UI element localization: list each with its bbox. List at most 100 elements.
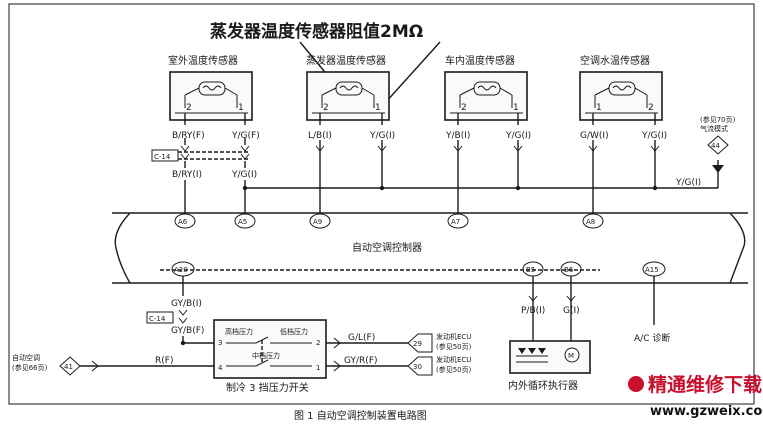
diagram-frame [8, 3, 755, 405]
sensor-title: 空调水温传感器 [580, 54, 650, 67]
pin-b5: B5 [526, 266, 535, 274]
wire-label: B/RY(F) [172, 131, 205, 141]
ref-node-label: 29 [413, 340, 422, 348]
wire-label: G(I) [563, 306, 580, 316]
pin-b6: B6 [564, 266, 574, 274]
mid-pressure-label: 中档压力 [252, 351, 280, 360]
sensor-title: 车内温度传感器 [445, 54, 515, 67]
pin-label: 2 [316, 339, 320, 347]
pin-label: 1 [513, 103, 519, 113]
ref-line2: 气流模式 [700, 124, 728, 133]
high-pressure-label: 高档压力 [225, 327, 253, 336]
pressure-switch: 高档压力 低档压力 中档压力 3 2 4 1 制冷 3 挡压力开关 [213, 319, 327, 394]
ecu-line2: (参见50页) [436, 365, 472, 374]
ecu-line1: 发动机ECU [436, 332, 471, 341]
junction-dot [242, 185, 248, 191]
ac-diag-label: A/C 诊断 [634, 332, 670, 344]
sensor-title: 室外温度传感器 [168, 54, 238, 67]
pin-label: 1 [316, 364, 320, 372]
sensor-box [444, 71, 528, 121]
wire-label: Y/G(I) [231, 170, 257, 180]
ecu-line2: (参见50页) [436, 342, 472, 351]
pin-a15: A15 [645, 266, 659, 274]
pin-a5: A5 [238, 218, 247, 226]
watermark-cn: 精通维修下载 [648, 373, 762, 396]
coil-icon [477, 85, 497, 91]
bus-arrow [712, 165, 724, 173]
pin-label: 2 [648, 103, 654, 113]
ref-node-label: 30 [413, 363, 422, 371]
r-wire-label: R(F) [155, 356, 173, 366]
annotation-pointer-2 [384, 41, 441, 104]
out-wire-label: GY/R(F) [344, 356, 378, 366]
motor-label: M [568, 352, 574, 360]
ecu-ref-30: 30 发动机ECU (参见50页) [407, 355, 472, 376]
wire-label: Y/G(I) [369, 131, 395, 141]
actuator-title: 内外循环执行器 [508, 379, 578, 392]
junction-dot [652, 185, 658, 191]
ref-line1: (参见70页) [700, 115, 736, 124]
coil-icon [202, 85, 222, 91]
sensor-evaporator-temp: 蒸发器温度传感器 2 1 L/B(I) Y/G(I) [306, 54, 395, 141]
connector-c14-tag [151, 149, 179, 162]
ref-node-44 [707, 135, 729, 155]
yg-bus-label: Y/G(I) [675, 178, 701, 188]
wire-label: Y/G(I) [505, 131, 531, 141]
low-pressure-label: 低档压力 [280, 327, 308, 336]
connector-c14-tag [146, 311, 174, 324]
coil-icon [612, 85, 632, 91]
wire-label: Y/G(I) [641, 131, 667, 141]
wire-label: GY/B(I) [171, 299, 202, 309]
diode-icon [518, 348, 546, 354]
wire-label: Y/G(F) [231, 131, 260, 141]
ref-node-label: 41 [64, 363, 73, 371]
sensor-box [306, 71, 390, 121]
junction-dot [515, 185, 521, 191]
sensor-box [169, 71, 253, 121]
figure-caption: 图 1 自动空调控制装置电路图 [294, 409, 427, 422]
wire-arrows [315, 145, 660, 152]
ecu-line1: 发动机ECU [436, 355, 471, 364]
pin-label: 1 [375, 103, 381, 113]
pressure-switch-box [213, 319, 327, 379]
pin-a7: A7 [451, 218, 460, 226]
junction-dot [379, 185, 385, 191]
wire-label: Y/B(I) [445, 131, 470, 141]
pin-label: 3 [218, 339, 222, 347]
connector-arrow [240, 145, 250, 160]
pin-label: 2 [186, 103, 192, 113]
pin-label: 4 [218, 364, 223, 372]
connector-arrow [180, 145, 190, 160]
ecu-ref-29: 29 发动机ECU (参见50页) [407, 332, 472, 353]
out-wire-label: G/L(F) [348, 333, 375, 343]
controller: 自动空调控制器 [112, 212, 748, 284]
recirc-actuator: M 内外循环执行器 [508, 340, 591, 392]
sensor-cabin-temp: 车内温度传感器 2 1 Y/B(I) Y/G(I) [444, 54, 531, 141]
wire-label: GY/B(F) [171, 326, 204, 336]
wire-label: B/RY(I) [172, 170, 202, 180]
motor-icon [564, 347, 580, 363]
sensor-coolant-temp: 空调水温传感器 1 2 G/W(I) Y/G(I) [579, 54, 667, 141]
pin-a20: A20 [174, 266, 188, 274]
pressure-switch-title: 制冷 3 挡压力开关 [226, 381, 309, 394]
pin-label: 1 [238, 103, 244, 113]
connector-label: C-14 [149, 315, 166, 323]
watermark-url: www.gzweix.com [650, 404, 763, 419]
sensor-outdoor-temp: 室外温度传感器 2 1 B/RY(F) Y/G(F) [168, 54, 260, 141]
pin-label: 1 [596, 103, 602, 113]
ref-node-41 [59, 356, 81, 376]
watermark: 精通维修下载 www.gzweix.com [628, 373, 763, 419]
coil-icon [339, 85, 359, 91]
watermark-logo [628, 376, 644, 392]
wire-label: G/W(I) [580, 131, 609, 141]
pin-a6: A6 [178, 218, 188, 226]
annotation-title: 蒸发器温度传感器阻值2MΩ [210, 21, 423, 42]
sensor-title: 蒸发器温度传感器 [306, 54, 386, 67]
connector-label: C-14 [154, 153, 171, 161]
pin-a9: A9 [313, 218, 322, 226]
auto-ac-line1: 自动空调 [12, 353, 40, 362]
actuator-box [509, 340, 591, 374]
wire-label: P/B(I) [521, 306, 545, 316]
wire-label: L/B(I) [308, 131, 332, 141]
